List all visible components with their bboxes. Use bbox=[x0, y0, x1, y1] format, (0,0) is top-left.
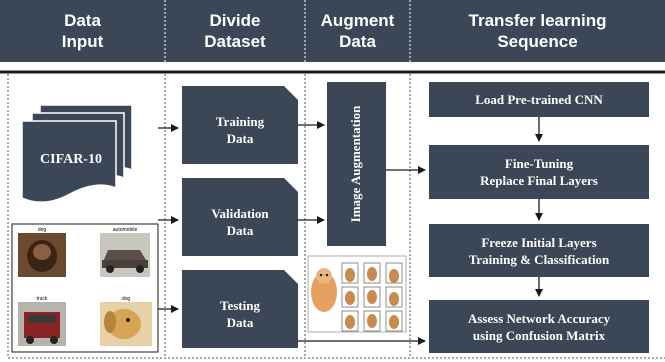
sample-caption-dog-2: dog bbox=[121, 296, 131, 302]
sample-truck-image bbox=[18, 302, 66, 346]
header-transfer-learning-line2: Sequence bbox=[497, 32, 578, 51]
sample-caption-dog-1: dog bbox=[37, 227, 47, 233]
header-data-input-line1: Data bbox=[64, 11, 101, 30]
validation-data-line2: Data bbox=[226, 223, 254, 238]
header-divide-dataset-line1: Divide bbox=[209, 11, 261, 30]
sample-dog-1-image bbox=[18, 233, 66, 277]
sample-automobile-image bbox=[100, 233, 150, 277]
sample-dog-2-image bbox=[100, 302, 152, 346]
training-data-line1: Training bbox=[215, 114, 265, 129]
image-augmentation-box bbox=[327, 82, 386, 246]
augmented-kitten-main-image bbox=[311, 268, 337, 312]
testing-data-line2: Data bbox=[226, 315, 254, 330]
sample-caption-truck: truck bbox=[36, 296, 48, 302]
training-data-box bbox=[182, 86, 298, 164]
sample-caption-automobile: automobile bbox=[112, 227, 138, 233]
freeze-layers-line2: Training & Classification bbox=[468, 251, 610, 267]
fine-tuning-line2: Replace Final Layers bbox=[480, 173, 598, 188]
load-pretrained-cnn-label: Load Pre-trained CNN bbox=[475, 92, 603, 107]
cifar-stack-icon bbox=[21, 104, 133, 203]
validation-data-line1: Validation bbox=[211, 206, 269, 221]
freeze-layers-line1: Freeze Initial Layers bbox=[481, 234, 597, 250]
testing-data-box bbox=[182, 270, 298, 348]
header-augment-data-line1: Augment bbox=[320, 11, 395, 30]
cifar-label: CIFAR-10 bbox=[40, 152, 102, 167]
load-pretrained-cnn-box: Load Pre-trained CNN bbox=[429, 82, 649, 117]
image-augmentation-label: Image Augmentation bbox=[348, 105, 363, 223]
header-divide-dataset-line2: Dataset bbox=[204, 32, 266, 51]
header-transfer-learning-line1: Transfer learning bbox=[468, 11, 607, 30]
assess-accuracy-line2: using Confusion Matrix bbox=[472, 327, 606, 343]
assess-accuracy-line1: Assess Network Accuracy bbox=[467, 310, 611, 326]
fine-tuning-line1: Fine-Tuning bbox=[504, 156, 574, 171]
header-data-input-line2: Input bbox=[61, 32, 104, 51]
validation-data-box bbox=[182, 178, 298, 256]
testing-data-line1: Testing bbox=[220, 298, 260, 313]
header-augment-data-line2: Data bbox=[339, 32, 376, 51]
training-data-line2: Data bbox=[226, 131, 254, 146]
header-band bbox=[0, 0, 665, 62]
